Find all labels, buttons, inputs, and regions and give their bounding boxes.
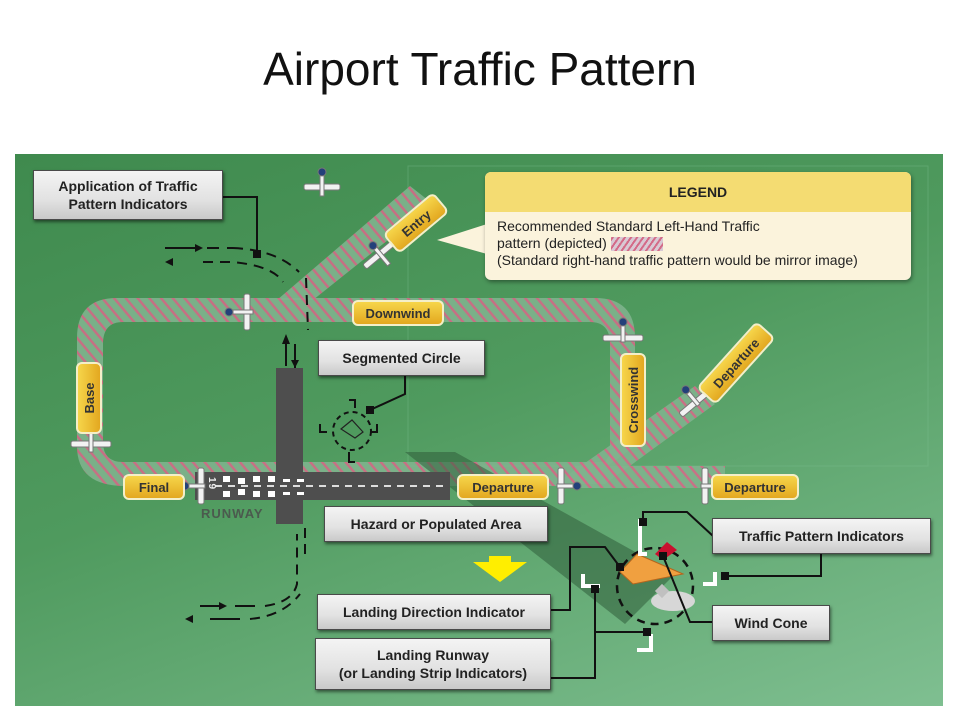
leg-tag-crosswind: Crosswind [620,353,646,447]
page-title: Airport Traffic Pattern [263,43,697,95]
callout-wind-cone: Wind Cone [712,605,830,641]
callout-application-line-2: Pattern Indicators [68,196,188,212]
callout-traffic-pattern-indicators: Traffic Pattern Indicators [712,518,931,554]
arrow-left-icon [185,615,193,623]
legend-body: Recommended Standard Left-Hand Traffic p… [485,212,911,275]
leader-endpoints [253,250,729,636]
arrow-right-icon [219,602,227,610]
leg-tag-downwind: Downwind [352,300,444,326]
legend-line-2-row: pattern (depicted) [497,235,899,252]
leg-tag-departure-runway: Departure [457,474,549,500]
arrow-right-icon [195,244,203,252]
arrow-left-icon [165,258,173,266]
leader-lines [220,196,822,679]
runway-label: RUNWAY [201,506,264,521]
legend-heading: LEGEND [485,172,911,212]
arrow-down-icon [291,360,299,368]
legend-pointer [437,224,487,254]
legend-box: LEGEND Recommended Standard Left-Hand Tr… [485,172,911,280]
callout-landing-runway-line-2: (or Landing Strip Indicators) [338,665,528,681]
callout-landing-runway: Landing Runway (or Landing Strip Indicat… [315,638,551,690]
runway-vertical [276,368,303,524]
leg-tag-final: Final [123,474,185,500]
legend-line-1: Recommended Standard Left-Hand Traffic [497,218,760,234]
legend-line-3: (Standard right-hand traffic pattern wou… [497,252,858,268]
runway-threshold-markings [223,476,304,497]
legend-line-2: pattern (depicted) [497,235,607,251]
airplane-icons [70,167,726,505]
bottom-exit-arrows [200,526,306,620]
segmented-circle-icon [319,399,378,463]
leg-tag-departure-straight: Departure [711,474,799,500]
departure-straight-leg [575,466,725,488]
callout-hazard-area: Hazard or Populated Area [324,506,548,542]
arrow-up-icon [282,334,290,344]
leg-tag-base: Base [76,362,102,434]
runway-number: 19 [206,476,218,491]
callout-landing-direction-indicator: Landing Direction Indicator [317,594,551,630]
legend-hatch-swatch [610,237,663,252]
callout-landing-runway-line-1: Landing Runway [377,647,489,663]
callout-segmented-circle: Segmented Circle [318,340,485,376]
traffic-pattern-loop [77,298,635,486]
callout-application-line-1: Application of Traffic [58,178,198,194]
entry-leg [277,186,433,300]
landing-direction-arrow-icon [473,556,527,582]
callout-application-of-traffic-pattern-indicators: Application of Traffic Pattern Indicator… [33,170,223,220]
traffic-pattern-diagram: LEGEND Recommended Standard Left-Hand Tr… [15,154,943,706]
